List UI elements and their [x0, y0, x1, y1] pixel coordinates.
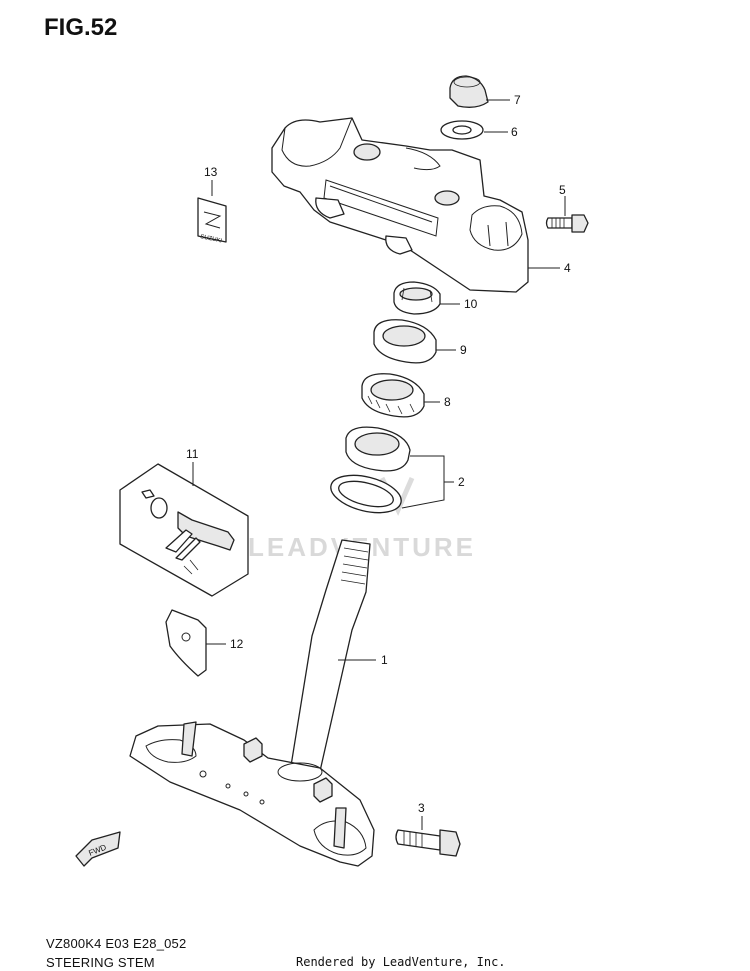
callout-7: 7	[486, 93, 521, 107]
svg-text:1: 1	[381, 653, 388, 667]
part-9-dust-seal	[373, 319, 437, 364]
callout-5: 5	[559, 183, 566, 216]
svg-text:11: 11	[186, 447, 199, 461]
part-4-upper-bracket	[271, 117, 529, 293]
callout-10: 10	[440, 297, 478, 311]
part-1-steering-stem	[129, 539, 375, 867]
part-13-suzuki-badge: SUZUKI	[197, 197, 227, 245]
callout-6: 6	[484, 125, 518, 139]
svg-text:2: 2	[458, 475, 465, 489]
model-code: VZ800K4 E03 E28_052	[46, 936, 187, 951]
part-5-bolt	[545, 214, 589, 233]
callout-13: 13	[204, 165, 218, 196]
part-7-cap	[449, 75, 489, 108]
callout-2: 2	[401, 455, 465, 509]
badge-text: SUZUKI	[200, 234, 223, 245]
callout-12: 12	[206, 637, 244, 651]
callout-11: 11	[186, 447, 199, 486]
part-2-bearing-race	[330, 426, 411, 514]
callout-4: 4	[528, 261, 571, 275]
svg-text:7: 7	[514, 93, 521, 107]
part-8-bearing	[361, 373, 425, 418]
svg-text:6: 6	[511, 125, 518, 139]
svg-text:5: 5	[559, 183, 566, 197]
svg-text:12: 12	[230, 637, 244, 651]
part-3-bolt	[395, 829, 461, 857]
part-10-nut	[393, 281, 441, 315]
fwd-arrow-icon: FWD	[75, 831, 121, 867]
svg-text:9: 9	[460, 343, 467, 357]
part-6-washer	[440, 120, 484, 140]
figure-title: FIG.52	[44, 14, 118, 41]
svg-text:8: 8	[444, 395, 451, 409]
svg-text:3: 3	[418, 801, 425, 815]
svg-text:4: 4	[564, 261, 571, 275]
callout-9: 9	[436, 343, 467, 357]
callout-1: 1	[338, 653, 388, 667]
callout-8: 8	[424, 395, 451, 409]
svg-text:13: 13	[204, 165, 218, 179]
section-name: STEERING STEM	[46, 955, 155, 970]
part-12-plate	[165, 609, 207, 677]
credit-line: Rendered by LeadVenture, Inc.	[296, 955, 506, 969]
part-11-switch-set	[119, 463, 249, 597]
callout-3: 3	[418, 801, 425, 830]
svg-text:10: 10	[464, 297, 478, 311]
